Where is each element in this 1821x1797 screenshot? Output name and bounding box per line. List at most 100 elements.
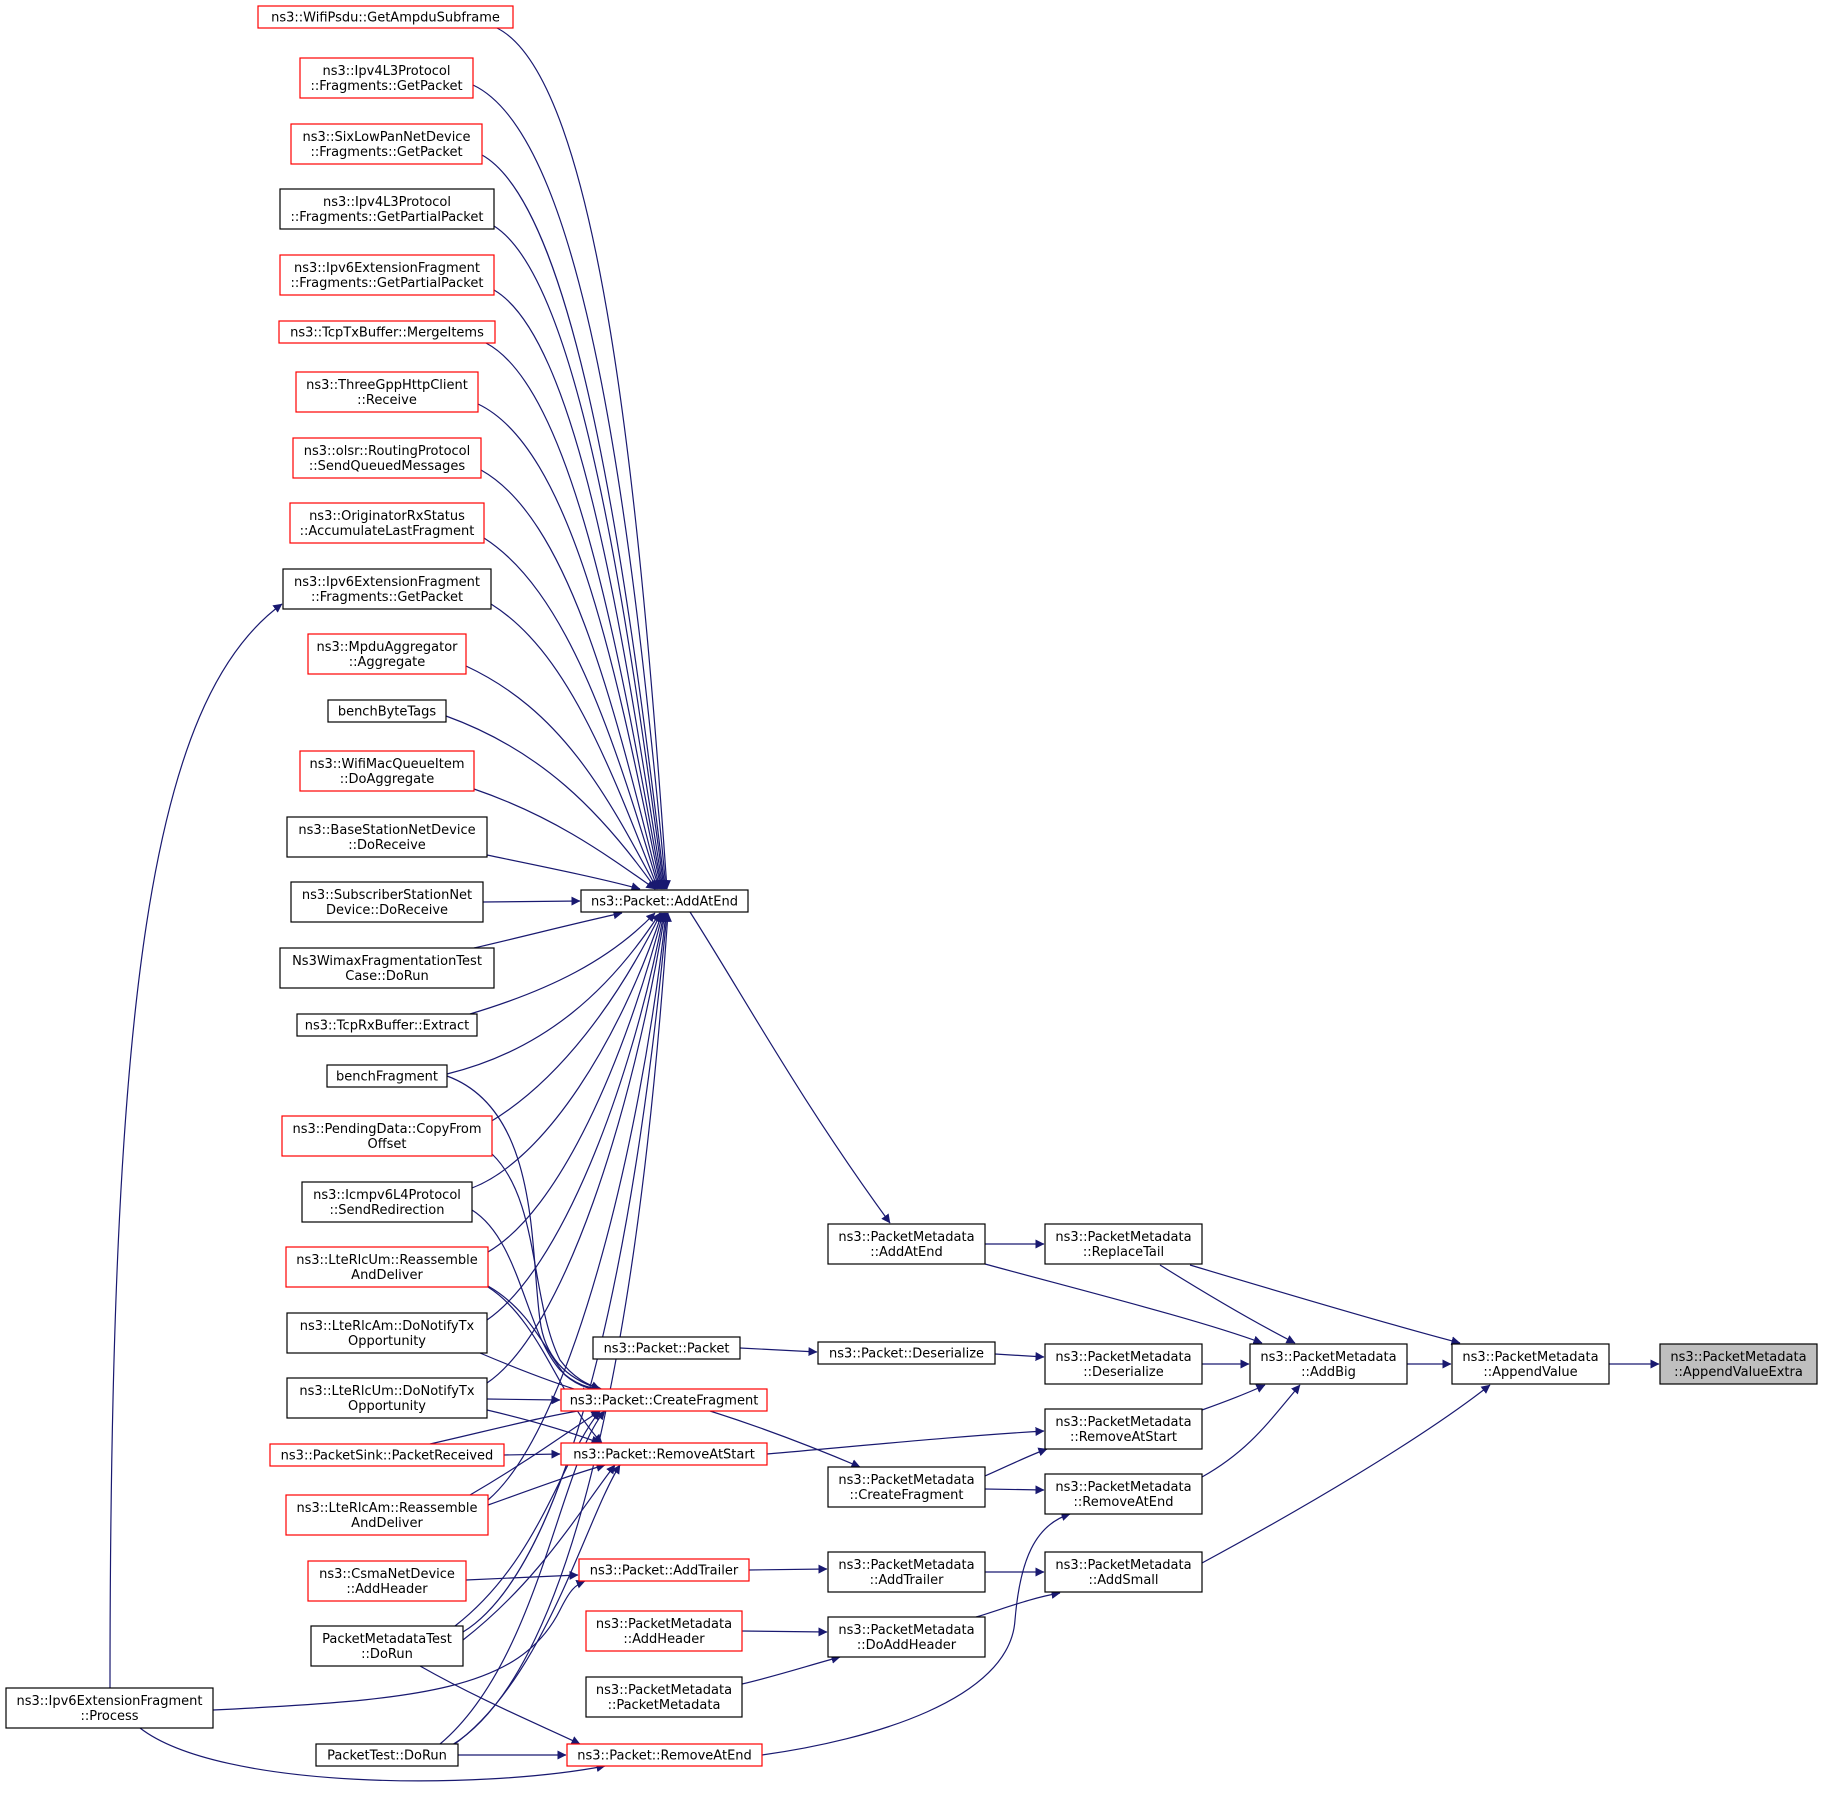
edge-sixLowPan-to-pAddAtEnd [481, 154, 669, 890]
node-appendValueExtra: ns3::PacketMetadata::AppendValueExtra [1659, 1343, 1818, 1385]
node-pAddAtEnd[interactable]: ns3::Packet::AddAtEnd [580, 889, 749, 913]
node-pCreateFragment[interactable]: ns3::Packet::CreateFragment [560, 1388, 768, 1412]
edges-layer [109, 27, 1660, 1782]
node-box [1044, 1223, 1203, 1265]
node-pmRemoveAtStart[interactable]: ns3::PacketMetadata::RemoveAtStart [1044, 1408, 1203, 1450]
node-pmRemoveAtEnd[interactable]: ns3::PacketMetadata::RemoveAtEnd [1044, 1473, 1203, 1515]
node-box [827, 1616, 986, 1658]
node-label-line: AndDeliver [351, 1268, 423, 1283]
edge-pmCreateFragment-to-pmRemoveAtEnd [984, 1485, 1045, 1495]
node-label-line: ns3::MpduAggregator [316, 640, 458, 655]
node-tcpTxMerge[interactable]: ns3::TcpTxBuffer::MergeItems [278, 320, 496, 344]
node-olsr[interactable]: ns3::olsr::RoutingProtocol::SendQueuedMe… [292, 437, 482, 479]
edge-pmDoAddHeader-to-addSmall [975, 1589, 1061, 1618]
edge-pRemoveAtStart-to-pmRemoveAtStart [766, 1427, 1045, 1455]
node-benchFragment[interactable]: benchFragment [326, 1064, 448, 1088]
node-appendValue[interactable]: ns3::PacketMetadata::AppendValue [1451, 1343, 1610, 1385]
node-pDeserialize[interactable]: ns3::Packet::Deserialize [817, 1341, 996, 1365]
node-label-line: ::Receive [357, 393, 417, 408]
node-label-line: PacketMetadataTest [322, 1632, 452, 1647]
edge-pmTest-to-pRemoveAtStart [462, 1464, 616, 1641]
node-box [296, 1013, 478, 1037]
node-label-line: ns3::PacketSink::PacketReceived [281, 1449, 494, 1464]
node-label-line: benchFragment [336, 1070, 438, 1085]
node-label-line: ns3::SubscriberStationNet [302, 888, 472, 903]
node-box [286, 1312, 488, 1354]
node-mpduAgg[interactable]: ns3::MpduAggregator::Aggregate [307, 633, 467, 675]
node-subscriber[interactable]: ns3::SubscriberStationNetDevice::DoRecei… [290, 881, 484, 923]
node-packetSink[interactable]: ns3::PacketSink::PacketReceived [269, 1443, 505, 1467]
node-pRemoveAtEnd[interactable]: ns3::Packet::RemoveAtEnd [566, 1743, 763, 1767]
node-label-line: ::DoRun [361, 1647, 413, 1662]
node-ipv4FragGetPacket[interactable]: ns3::Ipv4L3Protocol::Fragments::GetPacke… [299, 57, 474, 99]
edge-benchFragment-to-pCreateFragment [446, 1075, 601, 1391]
node-label-line: ::Fragments::GetPartialPacket [291, 210, 484, 225]
edge-pmCreateFragment-to-pmRemoveAtStart [984, 1447, 1048, 1477]
node-pmCreateFragment[interactable]: ns3::PacketMetadata::CreateFragment [827, 1466, 986, 1508]
node-label-line: ns3::Icmpv6L4Protocol [313, 1188, 461, 1203]
node-addBig[interactable]: ns3::PacketMetadata::AddBig [1249, 1343, 1408, 1385]
node-addSmall[interactable]: ns3::PacketMetadata::AddSmall [1044, 1551, 1203, 1593]
node-pmCtor[interactable]: ns3::PacketMetadata::PacketMetadata [585, 1676, 743, 1718]
node-pRemoveAtStart[interactable]: ns3::Packet::RemoveAtStart [560, 1442, 768, 1466]
edge-ipv6Process-to-pAddTrailer [212, 1579, 586, 1711]
edge-pmAddAtEnd-to-addBig [984, 1263, 1263, 1345]
node-label-line: ns3::SixLowPanNetDevice [303, 130, 471, 145]
node-box [585, 1610, 743, 1652]
node-box [827, 1551, 986, 1593]
node-replaceTail[interactable]: ns3::PacketMetadata::ReplaceTail [1044, 1223, 1203, 1265]
edge-benchByteTags-to-pAddAtEnd [445, 715, 657, 890]
edge-icmpv6-to-pAddAtEnd [471, 912, 664, 1189]
node-threeGpp[interactable]: ns3::ThreeGppHttpClient::Receive [295, 371, 479, 413]
node-label-line: ns3::PacketMetadata [838, 1623, 974, 1638]
node-ipv6FragPartial[interactable]: ns3::Ipv6ExtensionFragment::Fragments::G… [279, 254, 495, 296]
node-ipv4FragPartial[interactable]: ns3::Ipv4L3Protocol::Fragments::GetParti… [279, 188, 495, 230]
node-pmTest[interactable]: PacketMetadataTest::DoRun [310, 1625, 464, 1667]
node-box [585, 1676, 743, 1718]
node-wifiMacQueue[interactable]: ns3::WifiMacQueueItem::DoAggregate [299, 750, 475, 792]
node-box [279, 188, 495, 230]
node-tcpRxExtract[interactable]: ns3::TcpRxBuffer::Extract [296, 1013, 478, 1037]
edge-lteAmReassemble-to-pAddAtEnd [487, 912, 670, 1501]
node-packetTest[interactable]: PacketTest::DoRun [315, 1743, 459, 1767]
node-csma[interactable]: ns3::CsmaNetDevice::AddHeader [307, 1560, 467, 1602]
node-pmAddTrailer[interactable]: ns3::PacketMetadata::AddTrailer [827, 1551, 986, 1593]
node-pPacket[interactable]: ns3::Packet::Packet [592, 1336, 741, 1360]
node-pmAddAtEnd[interactable]: ns3::PacketMetadata::AddAtEnd [827, 1223, 986, 1265]
node-pmDoAddHeader[interactable]: ns3::PacketMetadata::DoAddHeader [827, 1616, 986, 1658]
edge-packetTest-to-pRemoveAtStart [451, 1464, 621, 1747]
edge-pmAddHeader-to-pmDoAddHeader [741, 1627, 828, 1637]
node-label-line: ns3::PacketMetadata [838, 1230, 974, 1245]
node-label-line: ::Deserialize [1083, 1365, 1164, 1380]
node-sixLowPan[interactable]: ns3::SixLowPanNetDevice::Fragments::GetP… [290, 123, 483, 165]
node-label-line: ns3::Packet::RemoveAtStart [573, 1448, 755, 1463]
edge-ipv6FragPartial-to-pAddAtEnd [493, 289, 667, 890]
node-label-line: Ns3WimaxFragmentationTest [292, 954, 482, 969]
node-pAddTrailer[interactable]: ns3::Packet::AddTrailer [578, 1558, 750, 1582]
node-box [327, 699, 447, 723]
node-wifiPsdu[interactable]: ns3::WifiPsdu::GetAmpduSubframe [257, 5, 514, 29]
node-baseStation[interactable]: ns3::BaseStationNetDevice::DoReceive [286, 816, 488, 858]
node-ipv6FragGetPacket[interactable]: ns3::Ipv6ExtensionFragment::Fragments::G… [282, 568, 492, 610]
node-label-line: ::AccumulateLastFragment [300, 524, 475, 539]
node-label-line: ::AddAtEnd [870, 1245, 942, 1260]
node-pmAddHeader[interactable]: ns3::PacketMetadata::AddHeader [585, 1610, 743, 1652]
node-label-line: benchByteTags [338, 705, 437, 720]
node-benchByteTags[interactable]: benchByteTags [327, 699, 447, 723]
node-label-line: ::AddSmall [1088, 1573, 1158, 1588]
node-label-line: ns3::LteRlcAm::DoNotifyTx [300, 1319, 475, 1334]
node-pmDeserialize[interactable]: ns3::PacketMetadata::Deserialize [1044, 1343, 1203, 1385]
node-label-line: ns3::OriginatorRxStatus [309, 509, 465, 524]
node-originator[interactable]: ns3::OriginatorRxStatus::AccumulateLastF… [289, 502, 485, 544]
node-box [299, 57, 474, 99]
node-ipv6Process[interactable]: ns3::Ipv6ExtensionFragment::Process [5, 1687, 214, 1729]
edge-lteAmReassemble-to-pCreateFragment [469, 1410, 601, 1496]
node-icmpv6[interactable]: ns3::Icmpv6L4Protocol::SendRedirection [301, 1181, 473, 1223]
node-label-line: ns3::TcpTxBuffer::MergeItems [290, 326, 484, 341]
